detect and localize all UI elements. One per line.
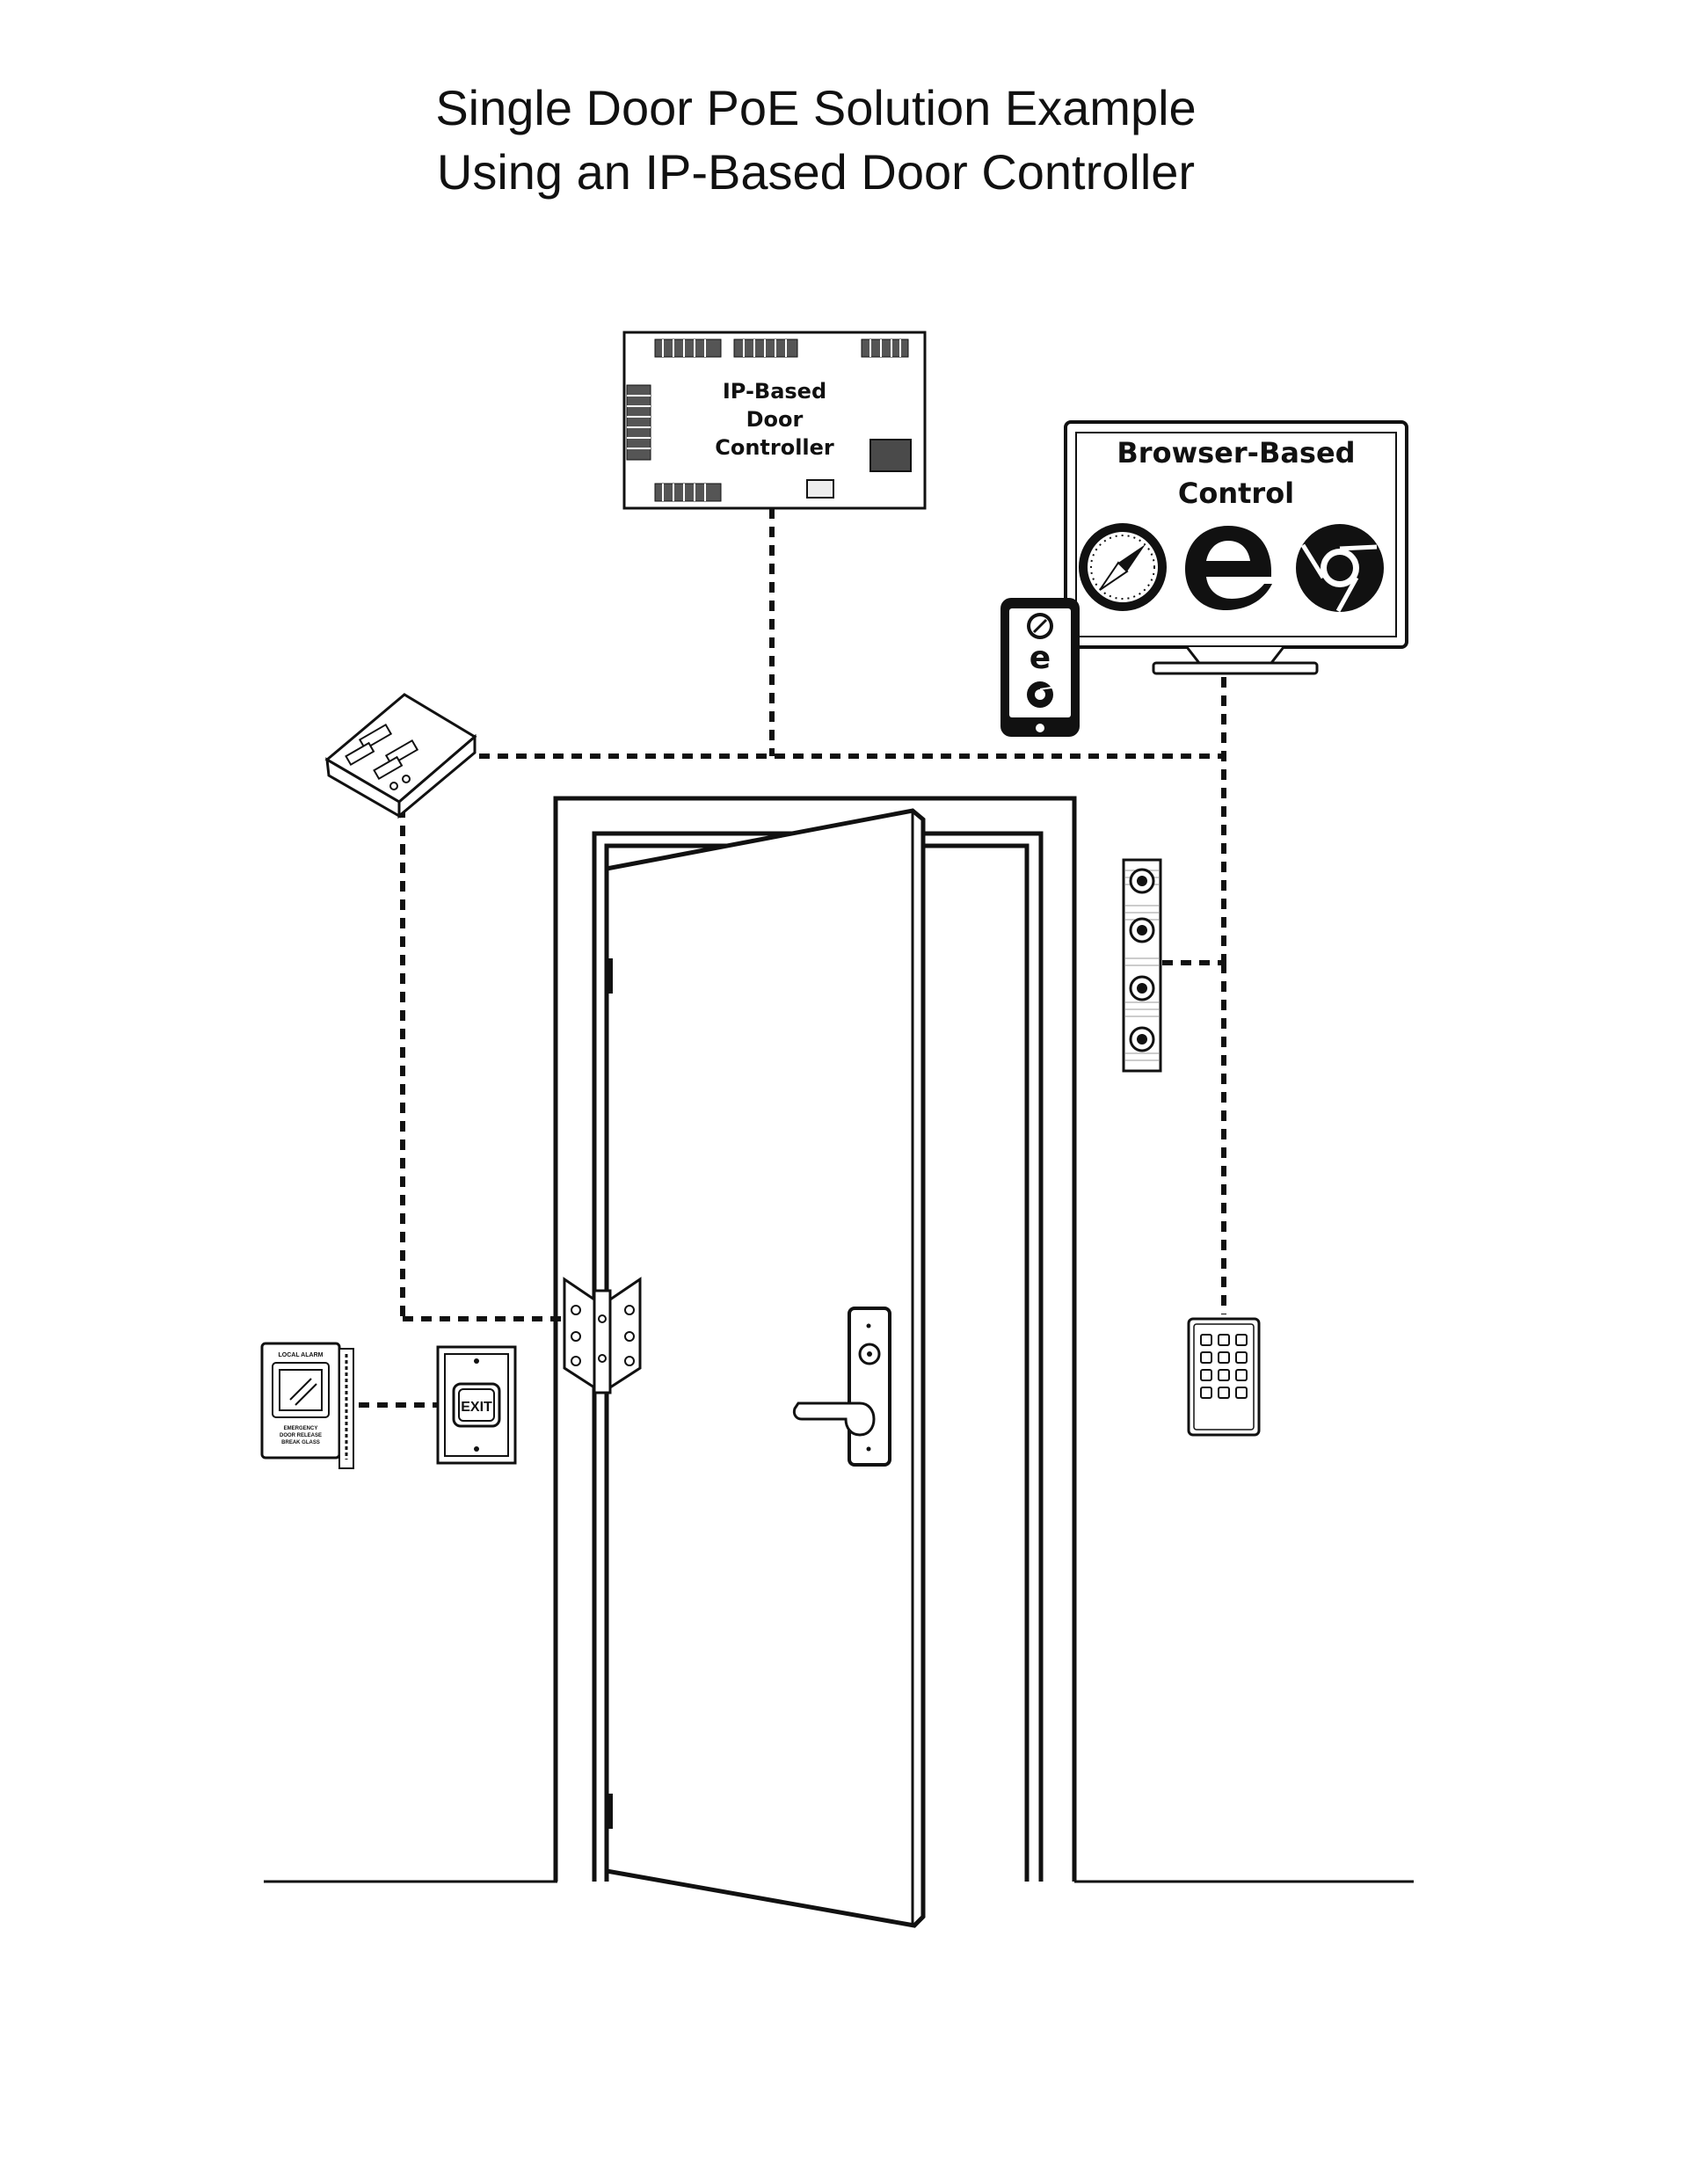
desk-release-console bbox=[324, 693, 477, 819]
diagram-title-line-2: Using an IP-Based Door Controller bbox=[436, 144, 1196, 200]
alarm-footer-line-1: EMERGENCY bbox=[284, 1426, 318, 1431]
alarm-header: LOCAL ALARM bbox=[279, 1352, 324, 1358]
controller-label-line-2: Door bbox=[746, 407, 804, 432]
safari-icon bbox=[1027, 613, 1053, 639]
controller-port bbox=[806, 479, 834, 499]
break-glass-alarm-station: LOCAL ALARM EMERGENCY DOOR RELEASE BREAK… bbox=[260, 1342, 354, 1469]
exit-label: EXIT bbox=[461, 1400, 492, 1415]
keypad-reader bbox=[1187, 1317, 1261, 1437]
phone-home-button bbox=[1036, 724, 1044, 732]
exit-button: EXIT bbox=[436, 1345, 517, 1465]
svg-text:e: e bbox=[1030, 640, 1051, 676]
monitor-label-line-1: Browser-Based bbox=[1117, 436, 1355, 470]
monitor-label-line-2: Control bbox=[1178, 477, 1294, 510]
electrified-hinge bbox=[563, 1277, 642, 1394]
alarm-footer-line-2: DOOR RELEASE bbox=[280, 1433, 322, 1438]
edge-icon bbox=[1185, 526, 1272, 610]
ip-door-controller: IP-Based Door Controller bbox=[622, 331, 927, 510]
lever-handle bbox=[792, 1401, 876, 1437]
smartphone: e bbox=[1000, 598, 1080, 737]
safari-icon bbox=[1079, 523, 1167, 611]
controller-label-line-1: IP-Based bbox=[723, 379, 826, 404]
network-cables bbox=[359, 508, 1226, 1408]
alarm-footer-line-3: BREAK GLASS bbox=[281, 1440, 320, 1445]
browser-control-monitor: Browser-Based Control bbox=[1064, 420, 1408, 675]
controller-label-line-3: Controller bbox=[715, 435, 834, 460]
diagram-title-line-1: Single Door PoE Solution Example bbox=[435, 80, 1197, 135]
door-leaf bbox=[604, 808, 926, 1928]
chrome-icon bbox=[1027, 681, 1053, 708]
edge-icon: e bbox=[1030, 640, 1051, 676]
controller-chip bbox=[869, 439, 912, 472]
chrome-icon bbox=[1296, 524, 1384, 613]
sounder-strip bbox=[1122, 858, 1162, 1073]
electrified-lock-trim bbox=[792, 1307, 891, 1467]
